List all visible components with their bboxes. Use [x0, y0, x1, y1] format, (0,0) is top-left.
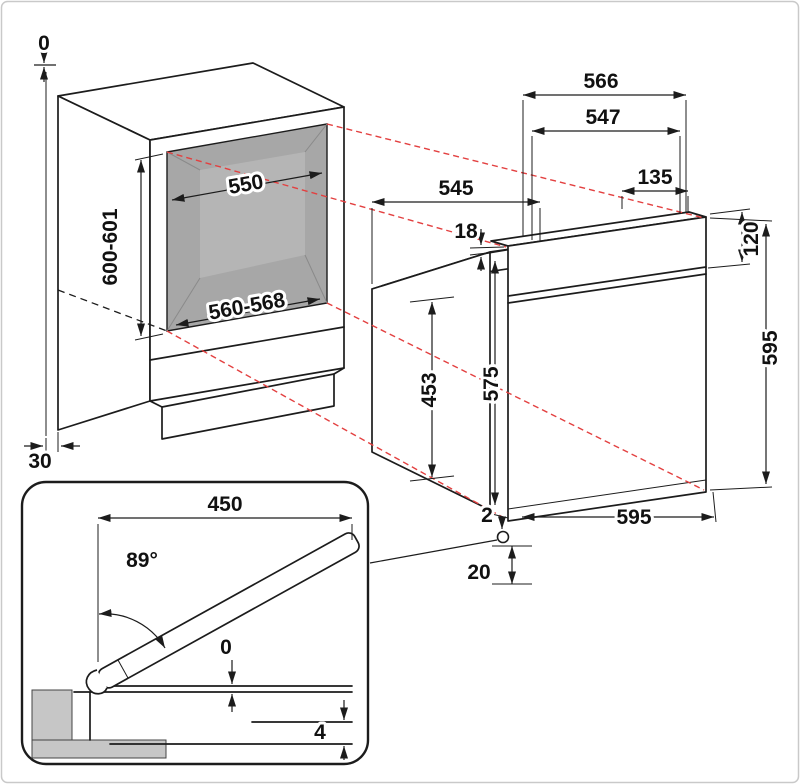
dim-fascia-depth: 135	[621, 163, 689, 212]
door-panel-joint	[117, 659, 129, 679]
dim-worktop-gap-label: 0	[220, 636, 232, 659]
dim-depth-casing: 545	[371, 174, 541, 284]
dim-plinth-gap-label: 4	[314, 721, 326, 744]
projection-line	[326, 302, 705, 491]
dim-oven-bottom-gap-label: 2	[481, 504, 493, 527]
dim-door-width-label: 450	[207, 493, 242, 516]
dim-front-height: 575	[477, 249, 509, 519]
dim-line	[175, 297, 321, 327]
door-top-edge	[507, 273, 707, 304]
dim-cavity-height-label: 453	[418, 372, 441, 407]
dim-bottom-gap-label: 30	[28, 450, 51, 473]
dim-worktop-gap: 0	[217, 633, 236, 712]
dim-base-clearance: 20	[464, 545, 532, 587]
projection-line	[166, 330, 507, 520]
dim-oven-bottom-gap: 2	[478, 501, 506, 530]
ext-line	[707, 263, 751, 269]
dim-depth-total-label: 566	[583, 70, 618, 93]
dim-line	[171, 171, 323, 202]
dim-base-clearance-label: 20	[467, 561, 490, 584]
dim-depth-casing-label: 545	[438, 177, 473, 200]
door-bottom-edge	[507, 479, 707, 510]
dim-bottom-gap: 30	[24, 432, 80, 476]
dim-plinth-gap: 4	[109, 700, 353, 760]
ext-line	[409, 475, 455, 482]
dim-niche-height: 600-601	[96, 153, 164, 341]
niche-depth-edge	[304, 254, 328, 304]
cabinet-section-bottom-panel	[31, 739, 167, 759]
dim-oven-width-label: 595	[616, 506, 651, 529]
ext-line	[709, 486, 773, 491]
dim-opening-angle: 89°	[98, 546, 166, 649]
ext-line	[709, 208, 751, 215]
dim-top-gap: 0	[34, 29, 56, 82]
angle-arc	[98, 608, 166, 649]
dim-depth-body-label: 547	[585, 106, 620, 129]
plinth-step-right	[333, 367, 345, 375]
projection-lines	[166, 123, 705, 520]
door-hinge-profile	[85, 669, 108, 695]
cabinet-drawing	[45, 62, 345, 440]
niche-depth-edge	[304, 123, 328, 153]
dim-door-width: 450	[97, 490, 353, 662]
door-detail-inset: 450 89° 0 4	[20, 480, 370, 766]
ext-line	[469, 252, 488, 256]
dim-depth-body: 547	[531, 103, 681, 240]
control-panel-divider	[507, 266, 707, 297]
plinth-step-left	[149, 400, 163, 408]
hidden-niche-floor-line	[57, 289, 168, 332]
ext-line	[483, 249, 509, 255]
dim-panel-height-label: 120	[740, 221, 763, 256]
dim-oven-height-label: 595	[759, 330, 782, 365]
ext-line	[134, 333, 164, 341]
dim-fascia-offset-label: 18	[454, 220, 478, 243]
ext-line	[409, 296, 455, 303]
ext-line	[134, 153, 164, 161]
dim-front-height-label: 575	[480, 366, 503, 401]
ext-line	[712, 491, 717, 523]
drawer-divider-line	[149, 326, 345, 361]
dim-oven-height: 595	[709, 217, 785, 491]
oven-front-face	[507, 216, 707, 522]
dim-opening-angle-label: 89°	[126, 549, 158, 572]
dim-top-gap-label: 0	[38, 32, 50, 55]
dim-panel-height: 120	[707, 208, 766, 269]
dim-depth-total: 566	[522, 67, 687, 236]
niche-depth-edge	[166, 151, 201, 171]
dim-niche-height-label: 600-601	[99, 208, 122, 285]
ext-line	[709, 217, 773, 222]
projection-line	[326, 123, 705, 219]
detail-marker-circle	[496, 530, 510, 544]
ext-line	[469, 246, 505, 249]
dim-oven-width: 595	[522, 491, 717, 532]
projection-line	[166, 151, 507, 248]
cabinet-plinth	[161, 373, 335, 440]
dim-fascia-depth-label: 135	[637, 166, 672, 189]
detail-leader-line	[369, 539, 498, 564]
dim-cavity-height: 453	[409, 296, 455, 482]
dim-fascia-offset: 18	[451, 217, 505, 271]
